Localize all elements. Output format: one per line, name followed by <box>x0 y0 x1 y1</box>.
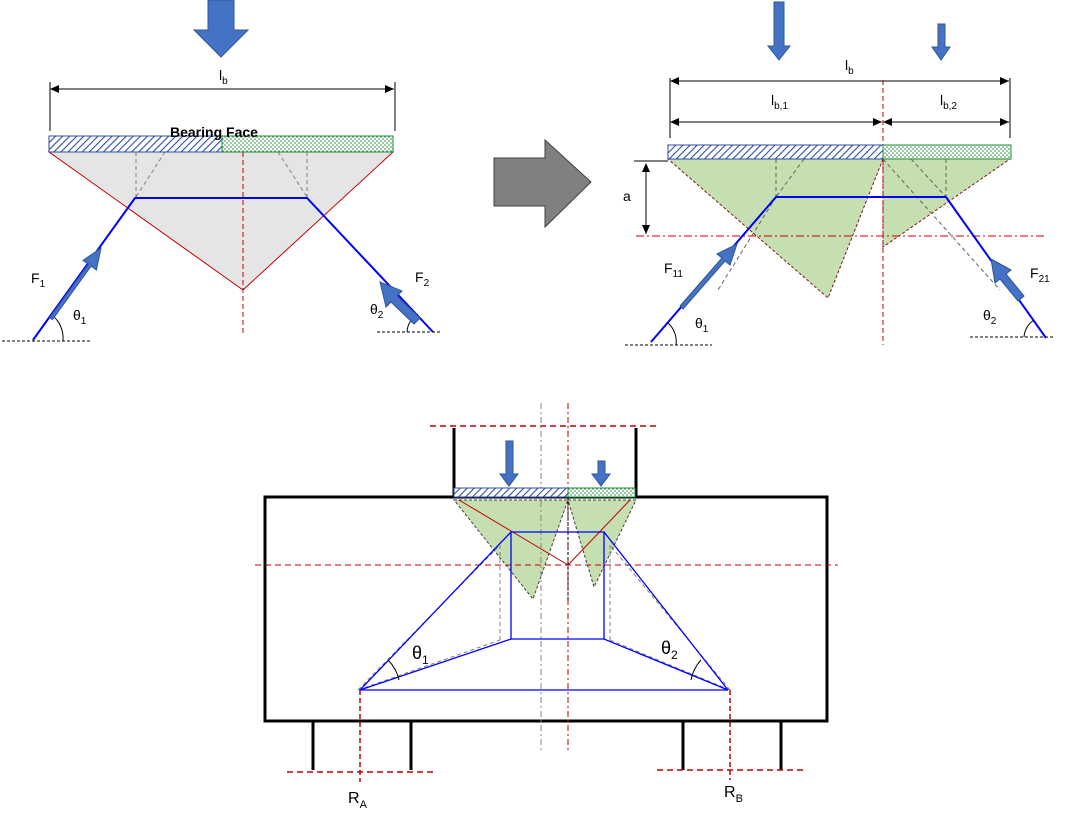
theta1-label: θ1 <box>73 307 87 327</box>
zone-2 <box>882 158 1012 248</box>
transition-arrow <box>493 138 592 229</box>
compression-zone <box>47 151 395 291</box>
bearing-plate-blue <box>667 144 884 160</box>
theta2-arc <box>1023 319 1035 338</box>
dashed-guides <box>717 158 1001 291</box>
load-arrow-small <box>591 460 611 487</box>
strut-path <box>32 197 434 341</box>
f11-force-arrow <box>679 243 738 310</box>
bearing-plate-green <box>567 487 636 498</box>
f11-label: F11 <box>664 260 683 280</box>
theta2-arc <box>690 659 702 681</box>
theta1-arc <box>51 314 64 342</box>
load-arrow <box>192 0 250 58</box>
f21-label: F21 <box>1030 265 1050 285</box>
theta2-label: θ2 <box>983 307 997 327</box>
theta1-label: θ1 <box>412 643 429 667</box>
load-arrow-large <box>766 1 792 61</box>
theta2-label: θ2 <box>661 638 678 662</box>
f21-force-arrow <box>990 258 1025 302</box>
bearing-plate-green <box>221 135 394 153</box>
f1-label: F1 <box>31 270 46 290</box>
f1-force-arrow <box>49 246 102 321</box>
bearing-plate-green <box>882 144 1012 160</box>
rb-label: RB <box>724 784 743 805</box>
zone-1 <box>666 158 884 299</box>
lb1-label: lb,1 <box>771 92 788 112</box>
panel-b: lb lb,1 lb,2 a <box>623 1 1055 346</box>
f2-force-arrow <box>379 281 421 325</box>
panel-c: θ1 θ2 RA RB <box>255 403 838 811</box>
theta2-label: θ2 <box>370 301 384 321</box>
f2-label: F2 <box>415 269 430 289</box>
ra-label: RA <box>348 790 368 811</box>
dashed-guides <box>135 151 308 198</box>
bearing-plate-blue <box>453 487 569 498</box>
lb2-label: lb,2 <box>940 92 957 112</box>
truss <box>359 531 729 691</box>
lb-label: lb <box>845 57 854 77</box>
lb-label: lb <box>219 67 228 87</box>
zone-2 <box>567 499 637 589</box>
panel-a: lb Bearing Face F1 F2 <box>2 0 440 342</box>
load-arrow-large <box>499 440 519 487</box>
a-label: a <box>623 188 631 204</box>
theta1-arc <box>667 322 677 346</box>
theta1-arc <box>387 659 400 681</box>
load-arrow-small <box>931 23 951 61</box>
bearing-face-label: Bearing Face <box>170 124 258 140</box>
theta1-label: θ1 <box>695 315 709 335</box>
